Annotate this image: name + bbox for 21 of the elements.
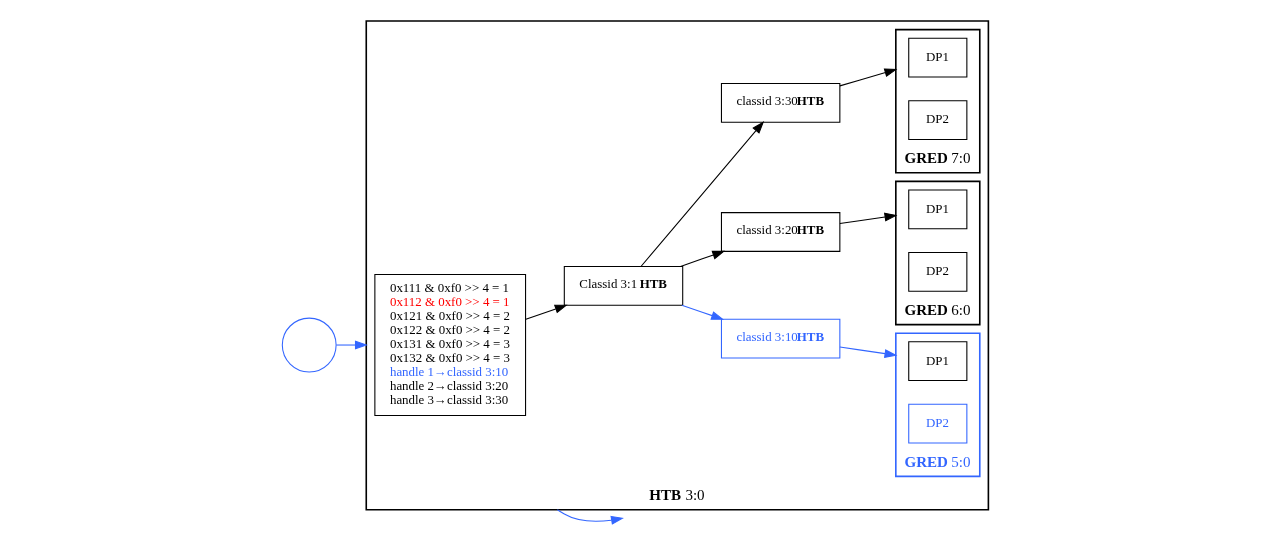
arrow — [839, 346, 898, 359]
node-box: classid 3:30HTB — [720, 82, 841, 123]
arrow — [839, 68, 898, 87]
node-box: DP2 — [908, 100, 968, 140]
node-box: DP2 — [908, 403, 968, 444]
arrow — [335, 340, 368, 350]
node-box: Classid 3:1 HTB — [563, 265, 684, 306]
arrow — [525, 304, 568, 320]
arrow — [640, 121, 765, 267]
node-box: DP2 — [908, 251, 968, 292]
node-box: DP1 — [908, 37, 968, 78]
arrow — [680, 250, 726, 267]
node-box: DP1 — [908, 189, 968, 230]
arrow — [839, 212, 898, 225]
node-box: classid 3:10HTB — [720, 318, 841, 359]
node-circle — [281, 317, 337, 373]
arrow — [681, 304, 725, 320]
node-box: DP1 — [908, 341, 968, 382]
arrow — [556, 509, 624, 525]
node-box: classid 3:20HTB — [720, 212, 841, 252]
node-box: 0x111 & 0xf0 >> 4 = 1 0x112 & 0xf0 >> 4 = 1 0x121 & 0xf0 >> 4 = 2 0x122 & 0xf0 >> 4 = 2 0x131 & 0xf0 >> 4 = 3 0x132 & 0xf0 >> 4 = 3 handle 1→classid 3:10 handle 2→classid 3:20 handle 3→classid 3:30 — [374, 274, 527, 417]
